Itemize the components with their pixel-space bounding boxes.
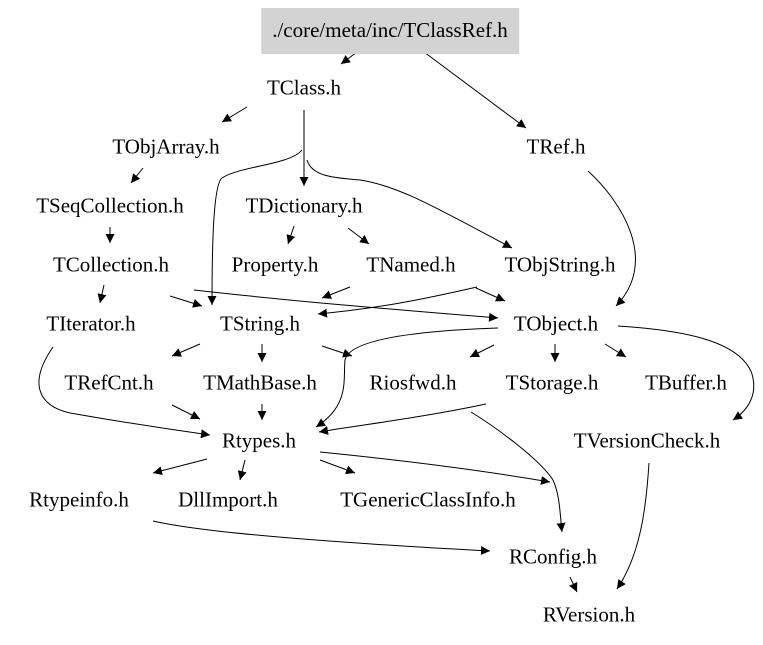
node-tclass[interactable]: TClass.h [266,75,342,100]
edge-tobject-to-tbuffer [604,343,627,358]
node-tstorage[interactable]: TStorage.h [505,370,599,395]
edge-tcollection-to-tobject [193,289,499,322]
edge-tclassref-to-tclass [340,51,358,65]
edge-tcollection-to-tstring [169,295,203,308]
edge-rconfig-to-rversion [569,576,578,593]
edge-tcollection-to-titerator [97,284,107,304]
node-tstring[interactable]: TString.h [220,311,300,336]
node-rversion[interactable]: RVersion.h [542,602,636,627]
edge-tdictionary-to-tnamed [347,227,370,245]
node-riosfwd[interactable]: Riosfwd.h [369,370,457,395]
edge-titerator-to-rtypes [38,346,211,439]
edge-tclass-to-tobjstring [306,159,513,249]
edge-tdictionary-to-property [286,225,296,245]
node-tobjstring[interactable]: TObjString.h [504,252,616,277]
edge-tversioncheck-to-rversion [616,462,650,590]
edge-tstorage-to-rconfig [470,411,566,533]
edge-tnamed-to-tstring [321,286,351,299]
node-titerator[interactable]: TIterator.h [46,311,136,336]
node-tobject[interactable]: TObject.h [513,311,599,336]
node-tclassref-root[interactable]: ./core/meta/inc/TClassRef.h [261,8,519,54]
node-tref[interactable]: TRef.h [526,134,586,159]
edge-tclass-to-tstring [207,149,303,306]
edge-tobject-to-tversioncheck [617,325,755,421]
edge-tstorage-to-rtypes [318,403,487,435]
node-tseqcollection[interactable]: TSeqCollection.h [36,193,184,218]
node-tobjarray[interactable]: TObjArray.h [112,134,220,159]
edge-rtypes-to-rtypeinfo [152,458,208,476]
node-tnamed[interactable]: TNamed.h [366,252,456,277]
node-tmathbase[interactable]: TMathBase.h [203,370,317,395]
edge-tclass-to-tobjarray [221,106,248,123]
node-property[interactable]: Property.h [231,252,319,277]
node-dllimport[interactable]: DllImport.h [178,487,278,512]
edge-rtypes-to-rconfig [319,451,551,485]
edge-tobjarray-to-tseqcollection [130,167,144,184]
node-tversioncheck[interactable]: TVersionCheck.h [573,428,721,453]
node-rconfig[interactable]: RConfig.h [508,544,598,569]
edge-trefcnt-to-rtypes [171,404,201,420]
node-rtypes[interactable]: Rtypes.h [221,428,297,453]
node-trefcnt[interactable]: TRefCnt.h [64,370,154,395]
edge-tobject-to-rtypes [315,327,499,428]
edge-tobjstring-to-tobject [475,287,506,302]
edge-tobjstring-to-tstring [317,286,478,318]
edge-tstring-to-trefcnt [171,343,201,357]
edge-rtypeinfo-to-rconfig [152,520,491,556]
edge-tclassref-to-tref [423,51,527,129]
edge-tstring-to-riosfwd [321,345,353,358]
node-tdictionary[interactable]: TDictionary.h [245,193,363,218]
edge-rtypes-to-tgenericclassinfo [319,459,356,475]
node-rtypeinfo[interactable]: Rtypeinfo.h [29,487,129,512]
edge-tobject-to-riosfwd [469,344,495,358]
edge-rtypes-to-dllimport [237,459,247,481]
node-tbuffer[interactable]: TBuffer.h [645,370,727,395]
node-tgenericclassinfo[interactable]: TGenericClassInfo.h [340,487,516,512]
node-tcollection[interactable]: TCollection.h [52,252,170,277]
edge-tref-to-tobject [587,170,636,307]
